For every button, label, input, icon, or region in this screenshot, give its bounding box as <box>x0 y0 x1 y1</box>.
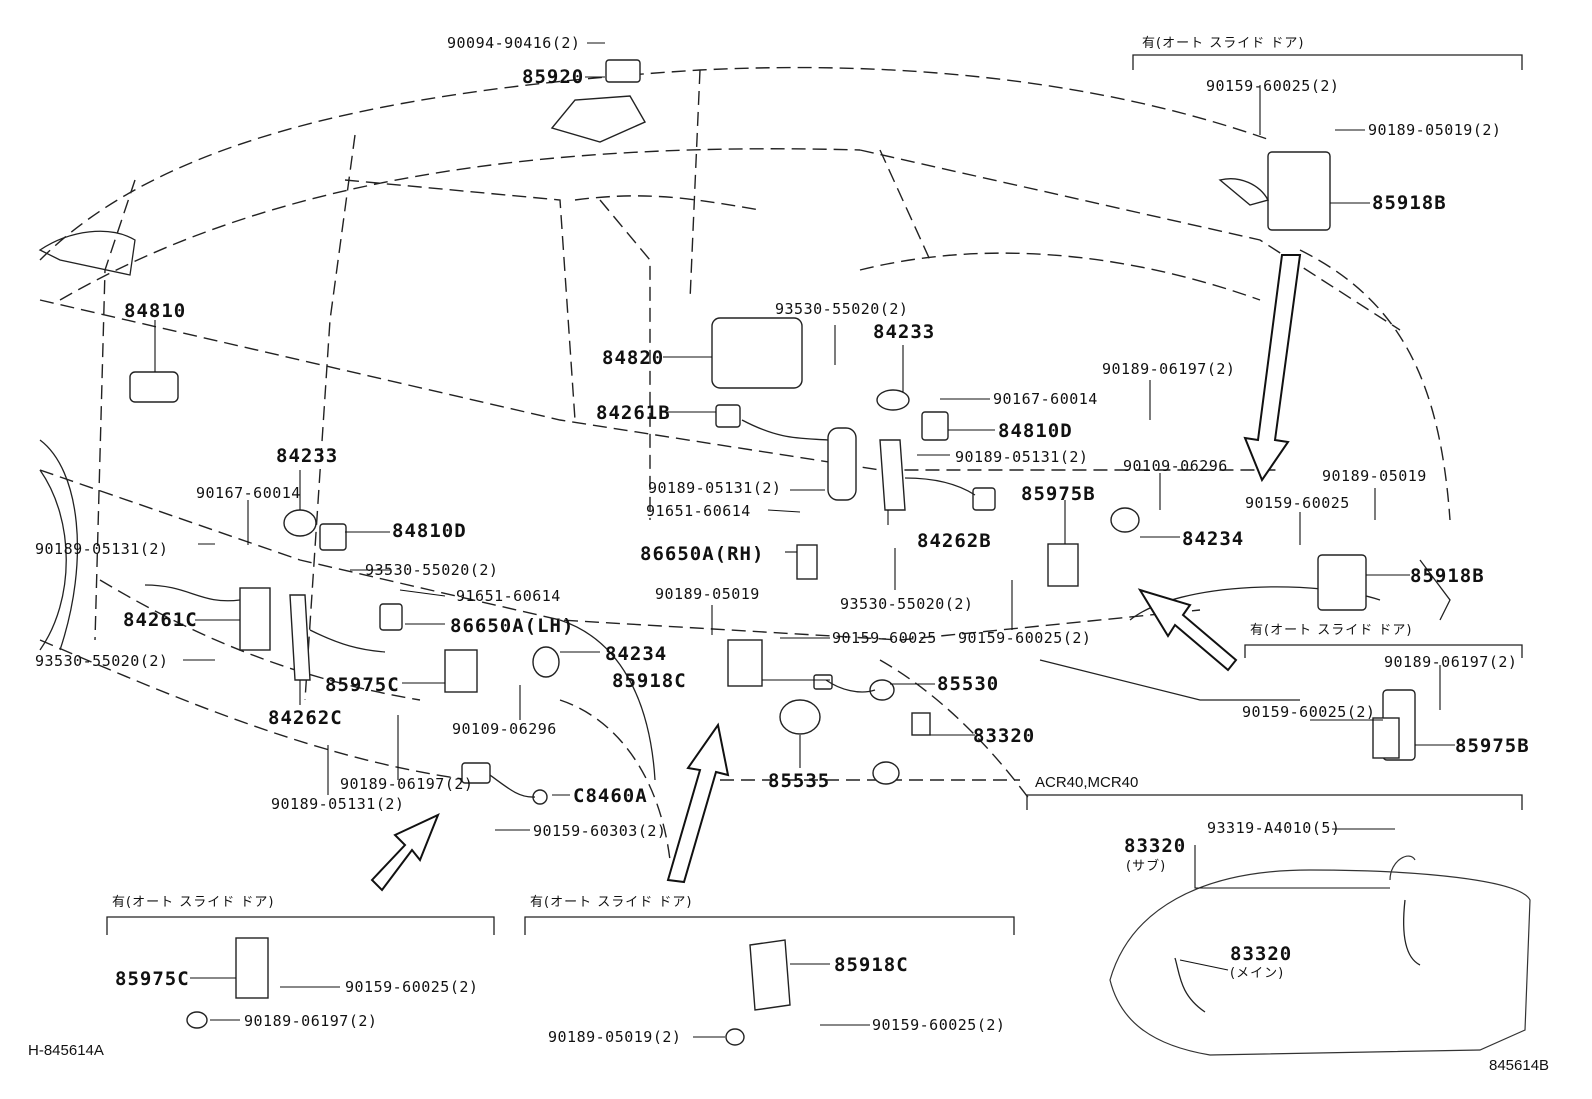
wiring-harnesses <box>144 419 1421 1013</box>
label-90159-60025-bottom-mid: 90159-60025(2) <box>872 1016 1006 1034</box>
label-90189-06197-bottom-left: 90189-06197(2) <box>244 1012 378 1030</box>
label-90109-06296-left: 90109-06296 <box>452 720 557 738</box>
label-90167-60014-center: 90167-60014 <box>993 390 1098 408</box>
label-90189-05019-right: 90189-05019 <box>1322 467 1427 485</box>
label-85918B-right: 85918B <box>1410 565 1485 587</box>
label-84810-left: 84810 <box>124 300 187 322</box>
label-84261C: 84261C <box>123 609 198 631</box>
label-90159-60025-mid-2: 90159-60025(2) <box>958 629 1092 647</box>
label-83320-sub: 83320 <box>1124 835 1187 857</box>
label-90189-05019-bottom-mid: 90189-05019(2) <box>548 1028 682 1046</box>
label-84233-center: 84233 <box>873 321 936 343</box>
label-93530-55020-top: 93530-55020(2) <box>775 300 909 318</box>
section-label-acr40-mcr40: ACR40,MCR40 <box>1035 774 1139 791</box>
label-93530-55020-center-low: 93530-55020(2) <box>840 595 974 613</box>
label-85918C-mid: 85918C <box>612 670 687 692</box>
direction-arrows <box>370 254 1302 892</box>
label-90189-05131-left: 90189-05131(2) <box>35 540 169 558</box>
diagram-code: H-845614A <box>28 1042 104 1059</box>
label-90159-60303: 90159-60303(2) <box>533 822 667 840</box>
section-brackets <box>106 54 1523 935</box>
label-91651-60614-left: 91651-60614 <box>456 587 561 605</box>
label-90109-06296-right: 90109-06296 <box>1123 457 1228 475</box>
label-83320-main: 83320 <box>1230 943 1293 965</box>
label-84262C: 84262C <box>268 707 343 729</box>
label-90189-05131-center: 90189-05131(2) <box>955 448 1089 466</box>
label-93530-55020-left: 93530-55020(2) <box>35 652 169 670</box>
label-90159-60025-bottom-left: 90159-60025(2) <box>345 978 479 996</box>
label-84233-left: 84233 <box>276 445 339 467</box>
label-85975B-side-right: 85975B <box>1455 735 1530 757</box>
label-93319-A4010: 93319-A4010(5) <box>1207 819 1341 837</box>
label-85918C-bottom-mid: 85918C <box>834 954 909 976</box>
label-85918B-top: 85918B <box>1372 192 1447 214</box>
label-90189-05019-top-right: 90189-05019(2) <box>1368 121 1502 139</box>
label-90189-06197-right: 90189-06197(2) <box>1102 360 1236 378</box>
label-85530: 85530 <box>937 673 1000 695</box>
label-85535: 85535 <box>768 770 831 792</box>
label-90159-60025-side-right: 90159-60025(2) <box>1242 703 1376 721</box>
section-label-auto-slide-door-mid: 有(オート スライド ドア) <box>1250 623 1413 638</box>
label-84262B: 84262B <box>917 530 992 552</box>
label-84234-right: 84234 <box>1182 528 1245 550</box>
label-93530-55020-mid: 93530-55020(2) <box>365 561 499 579</box>
section-label-auto-slide-door-bottom-mid: 有(オート スライド ドア) <box>530 895 693 910</box>
label-90189-05131-bottom: 90189-05131(2) <box>271 795 405 813</box>
leader-lines <box>154 42 1455 1038</box>
label-84810D-left: 84810D <box>392 520 467 542</box>
label-90189-05019-mid: 90189-05019 <box>655 585 760 603</box>
label-83320-main-note: (メイン) <box>1230 966 1285 981</box>
label-90167-60014-left: 90167-60014 <box>196 484 301 502</box>
label-85975C-bottom-left: 85975C <box>115 968 190 990</box>
label-85975C: 85975C <box>325 674 400 696</box>
part-drawings <box>129 59 1416 1046</box>
label-85975B-center: 85975B <box>1021 483 1096 505</box>
label-90189-06197-left: 90189-06197(2) <box>340 775 474 793</box>
diagram-code-right: 845614B <box>1489 1057 1550 1074</box>
section-label-auto-slide-door-top: 有(オート スライド ドア) <box>1142 36 1305 51</box>
label-84820: 84820 <box>602 347 665 369</box>
label-91651-60614-mid: 91651-60614 <box>646 502 751 520</box>
label-90159-60025-top-right: 90159-60025(2) <box>1206 77 1340 95</box>
section-label-auto-slide-door-bottom-left: 有(オート スライド ドア) <box>112 895 275 910</box>
label-90159-60025-mid-1: 90159-60025 <box>832 629 937 647</box>
label-84261B: 84261B <box>596 402 671 424</box>
label-83320-mid: 83320 <box>973 725 1036 747</box>
label-84234-left: 84234 <box>605 643 668 665</box>
label-90159-60025-right: 90159-60025 <box>1245 494 1350 512</box>
label-85920: 85920 <box>522 66 585 88</box>
label-83320-sub-note: (サブ) <box>1126 859 1167 874</box>
label-90189-06197-side-right: 90189-06197(2) <box>1384 653 1518 671</box>
label-90189-05131-mid: 90189-05131(2) <box>648 479 782 497</box>
fuel-tank <box>1109 855 1531 1056</box>
label-86650A-LH: 86650A(LH) <box>450 615 575 637</box>
label-C8460A: C8460A <box>573 785 648 807</box>
label-86650A-RH: 86650A(RH) <box>640 543 765 565</box>
label-90094-90416: 90094-90416(2) <box>447 34 581 52</box>
vehicle-outline <box>39 66 1451 861</box>
label-84810D-center: 84810D <box>998 420 1073 442</box>
